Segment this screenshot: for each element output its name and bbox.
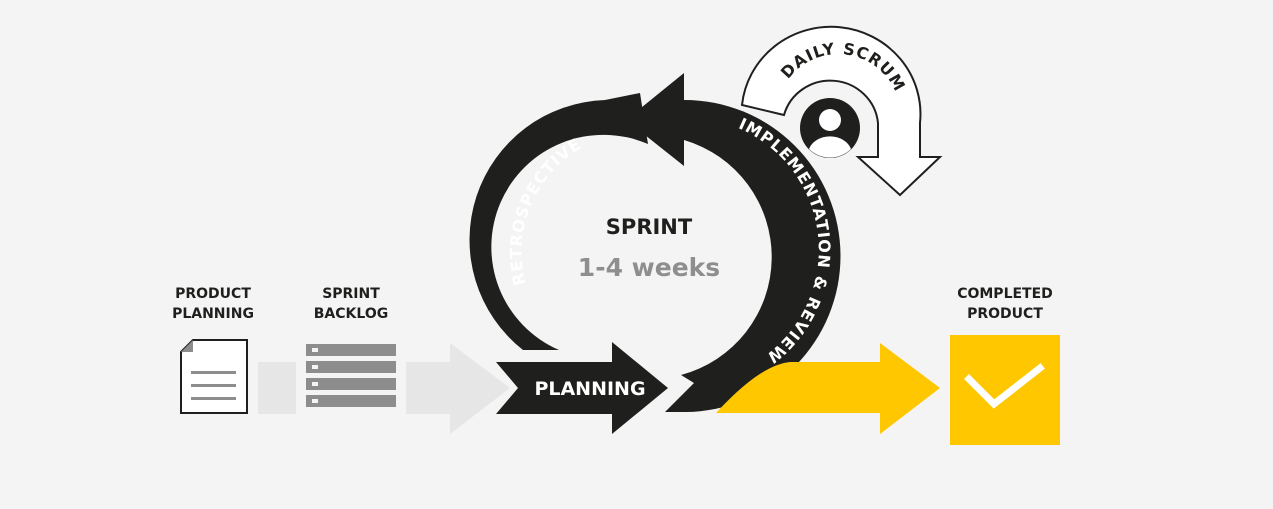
sprint-backlog-line1: SPRINT xyxy=(322,286,380,302)
planning-arrow xyxy=(496,342,668,434)
completed-arrow xyxy=(716,343,940,434)
person-icon xyxy=(800,98,860,158)
product-planning-line1: PRODUCT xyxy=(175,286,251,302)
sprint-backlog-line2: BACKLOG xyxy=(314,306,388,322)
implementation-arc xyxy=(626,73,841,412)
backlog-list-icon xyxy=(306,344,396,407)
retrospective-arc xyxy=(469,93,648,350)
completed-product-line2: PRODUCT xyxy=(967,306,1043,322)
checkmark-icon xyxy=(964,363,1045,409)
connector-bar-1 xyxy=(258,362,296,414)
planning-label: PLANNING xyxy=(534,378,645,400)
product-planning-line2: PLANNING xyxy=(172,306,254,322)
completed-product-box xyxy=(950,335,1060,445)
sprint-backlog-label: SPRINT BACKLOG xyxy=(314,286,388,322)
daily-scrum-arrow xyxy=(740,25,943,197)
sprint-duration: 1-4 weeks xyxy=(578,253,720,282)
completed-product-label: COMPLETED PRODUCT xyxy=(957,286,1053,322)
sprint-title: SPRINT xyxy=(606,215,693,239)
document-icon xyxy=(180,339,248,414)
product-planning-label: PRODUCT PLANNING xyxy=(172,286,254,322)
completed-product-line1: COMPLETED xyxy=(957,286,1053,302)
light-arrow xyxy=(406,343,510,434)
